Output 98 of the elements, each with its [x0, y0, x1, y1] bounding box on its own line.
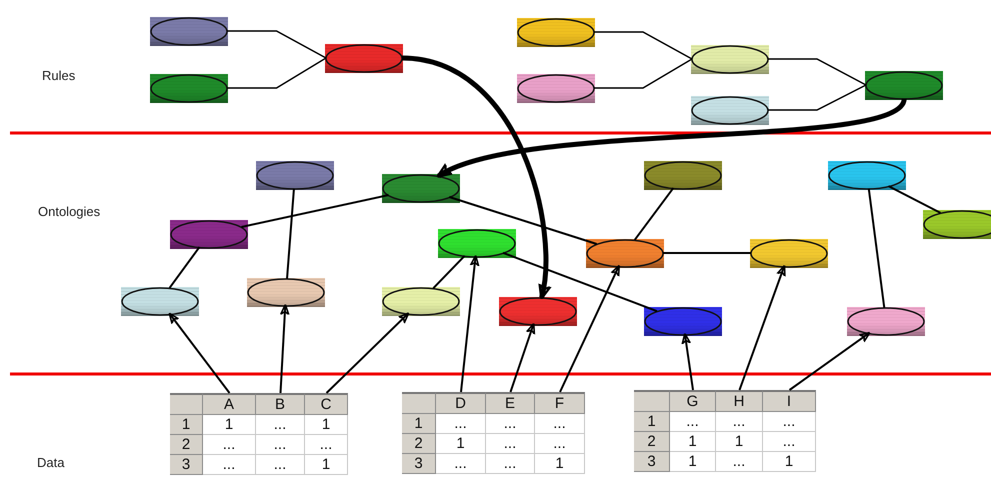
- ellipse-node: [121, 286, 199, 316]
- arrow: [168, 312, 230, 394]
- column-header: E: [486, 392, 535, 414]
- ellipse-node: [865, 70, 943, 100]
- column-header: H: [716, 390, 763, 412]
- arrow: [559, 264, 620, 392]
- connector-line: [594, 31, 692, 60]
- table-cell: 1: [436, 434, 486, 454]
- arrow: [326, 312, 410, 394]
- table-cell: 1: [763, 452, 816, 472]
- ellipse-node: [325, 44, 403, 72]
- ellipse-node: [499, 296, 577, 326]
- ellipse-node: [256, 160, 334, 190]
- table-cell: 1: [305, 415, 348, 435]
- ellipse-node: [382, 286, 460, 316]
- arrow: [681, 332, 694, 390]
- connector-line: [286, 188, 295, 279]
- column-header: B: [256, 393, 305, 415]
- table-cell: ...: [716, 412, 763, 432]
- ellipse-node: [847, 306, 925, 336]
- connector-line: [227, 30, 326, 59]
- ellipse-node: [517, 74, 595, 102]
- table-cell: ...: [203, 455, 256, 475]
- ellipse-node: [923, 210, 991, 238]
- connector-line: [168, 246, 200, 289]
- curved-arrow: [402, 56, 550, 300]
- ellipse-node: [691, 44, 769, 74]
- row-header: 1: [170, 415, 203, 435]
- table-cell: ...: [763, 412, 816, 432]
- row-header: 3: [402, 454, 436, 474]
- table-cell: ...: [436, 454, 486, 474]
- layer-label: Rules: [42, 68, 76, 83]
- ellipse-node: [828, 160, 906, 190]
- table-cell: 1: [203, 415, 256, 435]
- connector-line: [634, 187, 674, 241]
- ellipse-node: [691, 96, 769, 124]
- ellipse-node: [150, 16, 228, 46]
- table-cell: ...: [256, 455, 305, 475]
- connector-line: [888, 185, 941, 214]
- ellipse-node: [586, 238, 664, 268]
- row-header: 2: [634, 432, 670, 452]
- layer-label: Ontologies: [38, 204, 100, 219]
- connector-line: [768, 84, 866, 111]
- connector-line: [868, 188, 886, 308]
- ellipse-node: [247, 278, 325, 306]
- column-header: I: [763, 390, 816, 412]
- table-cell: 1: [670, 452, 716, 472]
- table-cell: 1: [670, 432, 716, 452]
- column-header: F: [535, 392, 585, 414]
- connector-line: [502, 252, 658, 312]
- row-header: 3: [634, 452, 670, 472]
- column-header: G: [670, 390, 716, 412]
- ellipse-node: [750, 238, 828, 268]
- column-header: D: [436, 392, 486, 414]
- ellipse-node: [644, 160, 722, 190]
- curved-arrow: [436, 97, 906, 178]
- table-cell: 1: [305, 455, 348, 475]
- ellipse-node: [644, 306, 722, 336]
- table-cell: 1: [716, 432, 763, 452]
- connector-line: [227, 57, 326, 89]
- row-header: 3: [170, 455, 203, 475]
- table-cell: ...: [535, 434, 585, 454]
- ellipse-node: [150, 74, 228, 102]
- connector-line: [594, 58, 692, 89]
- column-header: C: [305, 393, 348, 415]
- ellipse-node: [438, 228, 516, 258]
- arrow: [510, 322, 536, 392]
- connector-line: [241, 194, 389, 228]
- ellipse-node: [382, 174, 460, 202]
- connector-line: [448, 196, 598, 245]
- table-cell: ...: [716, 452, 763, 472]
- column-header: A: [203, 393, 256, 415]
- connector-line: [663, 252, 751, 254]
- row-header: 1: [402, 414, 436, 434]
- ellipse-node: [517, 18, 595, 46]
- connector-line: [768, 58, 866, 86]
- row-header: 2: [170, 435, 203, 455]
- table-cell: ...: [535, 414, 585, 434]
- table-cell: ...: [486, 414, 535, 434]
- row-header: 2: [402, 434, 436, 454]
- table-cell: ...: [436, 414, 486, 434]
- table-cell: ...: [486, 434, 535, 454]
- ellipse-node: [170, 220, 248, 248]
- layer-label: Data: [37, 455, 64, 470]
- table-cell: ...: [486, 454, 535, 474]
- table-cell: ...: [256, 435, 305, 455]
- arrow: [460, 254, 480, 392]
- table-cell: ...: [256, 415, 305, 435]
- table-cell: ...: [763, 432, 816, 452]
- table-cell: ...: [670, 412, 716, 432]
- table-cell: 1: [535, 454, 585, 474]
- arrow: [738, 264, 786, 390]
- table-cell: ...: [203, 435, 256, 455]
- table-cell: ...: [305, 435, 348, 455]
- connector-line: [432, 255, 466, 289]
- row-header: 1: [634, 412, 670, 432]
- arrow: [788, 332, 871, 391]
- arrow: [280, 304, 290, 394]
